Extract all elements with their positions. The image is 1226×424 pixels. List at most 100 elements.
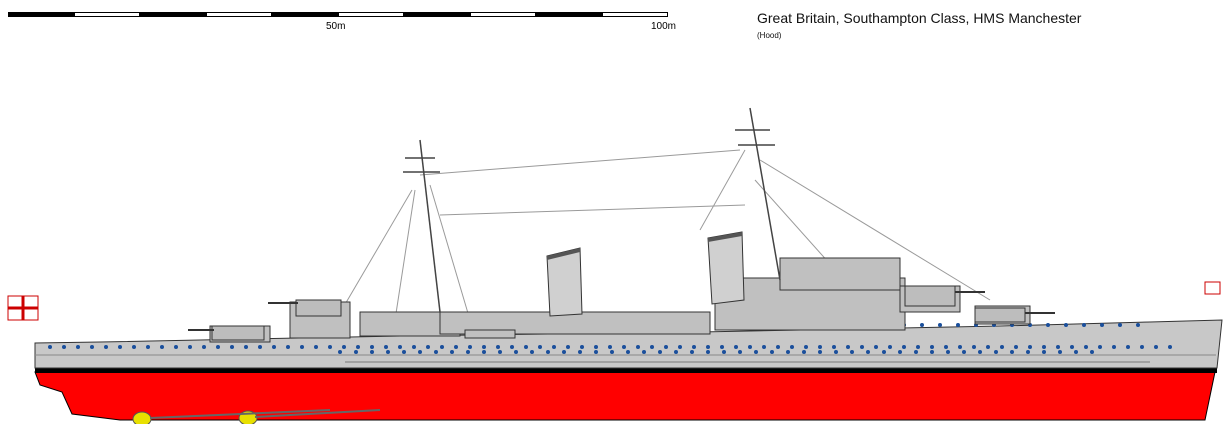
porthole	[748, 345, 752, 349]
porthole	[538, 345, 542, 349]
porthole	[132, 345, 136, 349]
porthole	[1026, 350, 1030, 354]
porthole	[418, 350, 422, 354]
porthole	[76, 345, 80, 349]
scale-segment	[536, 12, 602, 17]
porthole	[454, 345, 458, 349]
porthole	[482, 345, 486, 349]
porthole	[566, 345, 570, 349]
porthole	[866, 350, 870, 354]
porthole	[1042, 350, 1046, 354]
porthole	[860, 345, 864, 349]
porthole	[1082, 323, 1086, 327]
porthole	[594, 350, 598, 354]
scale-segment	[140, 12, 206, 17]
porthole	[118, 345, 122, 349]
hull-side	[34, 319, 1223, 369]
porthole	[1014, 345, 1018, 349]
porthole	[530, 350, 534, 354]
porthole	[426, 345, 430, 349]
porthole	[770, 350, 774, 354]
scale-bar: 50m 100m	[8, 12, 676, 36]
porthole	[412, 345, 416, 349]
porthole	[650, 345, 654, 349]
porthole	[216, 345, 220, 349]
porthole	[272, 345, 276, 349]
porthole	[450, 350, 454, 354]
porthole	[754, 350, 758, 354]
porthole	[90, 345, 94, 349]
porthole	[802, 350, 806, 354]
porthole	[1098, 345, 1102, 349]
porthole	[398, 345, 402, 349]
hull-bottom	[34, 371, 1216, 421]
porthole	[762, 345, 766, 349]
porthole	[384, 345, 388, 349]
porthole	[1168, 345, 1172, 349]
porthole	[962, 350, 966, 354]
scale-segment	[206, 12, 272, 17]
scale-segment	[338, 12, 404, 17]
porthole	[664, 345, 668, 349]
scale-segment	[602, 12, 668, 17]
porthole	[338, 350, 342, 354]
porthole	[938, 323, 942, 327]
porthole	[898, 350, 902, 354]
porthole	[510, 345, 514, 349]
scale-segment	[74, 12, 140, 17]
porthole	[370, 350, 374, 354]
porthole	[678, 345, 682, 349]
porthole	[720, 345, 724, 349]
porthole	[832, 345, 836, 349]
porthole	[354, 350, 358, 354]
porthole	[434, 350, 438, 354]
porthole	[1010, 350, 1014, 354]
porthole	[174, 345, 178, 349]
porthole	[514, 350, 518, 354]
porthole	[314, 345, 318, 349]
ensign-flag-icon	[7, 281, 1221, 321]
scale-segment	[470, 12, 536, 17]
mast	[403, 107, 781, 313]
rigging	[329, 149, 991, 331]
porthole	[608, 345, 612, 349]
porthole	[1056, 345, 1060, 349]
porthole	[1100, 323, 1104, 327]
scale-label-100m: 100m	[651, 21, 677, 32]
porthole	[1074, 350, 1078, 354]
porthole	[1136, 323, 1140, 327]
porthole	[790, 345, 794, 349]
porthole	[578, 350, 582, 354]
porthole	[786, 350, 790, 354]
porthole	[356, 345, 360, 349]
porthole	[48, 345, 52, 349]
porthole	[636, 345, 640, 349]
porthole	[994, 350, 998, 354]
porthole	[1118, 323, 1122, 327]
porthole	[1028, 345, 1032, 349]
porthole	[1140, 345, 1144, 349]
porthole	[546, 350, 550, 354]
porthole	[562, 350, 566, 354]
porthole	[258, 345, 262, 349]
porthole	[692, 345, 696, 349]
porthole	[658, 350, 662, 354]
porthole	[888, 345, 892, 349]
porthole	[930, 345, 934, 349]
porthole	[846, 345, 850, 349]
porthole	[834, 350, 838, 354]
porthole	[300, 345, 304, 349]
scale-segment	[272, 12, 338, 17]
drawing-title: Great Britain, Southampton Class, HMS Ma…	[757, 10, 1082, 26]
funnel	[546, 231, 745, 317]
porthole	[1000, 345, 1004, 349]
porthole	[882, 350, 886, 354]
porthole	[466, 350, 470, 354]
porthole	[706, 345, 710, 349]
artist-credit: (Hood)	[757, 31, 782, 40]
porthole	[956, 323, 960, 327]
porthole	[62, 345, 66, 349]
porthole	[622, 345, 626, 349]
porthole	[706, 350, 710, 354]
